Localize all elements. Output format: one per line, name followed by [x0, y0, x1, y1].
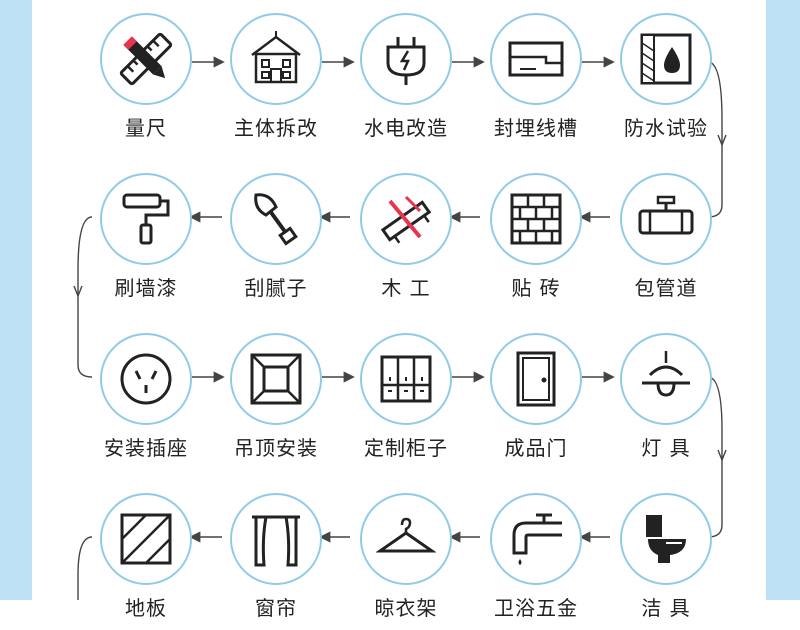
floor-tile-icon — [120, 513, 172, 565]
step-8: 木 工 — [346, 160, 466, 310]
faucet-icon — [512, 513, 562, 565]
step-2-circle — [230, 13, 322, 105]
step-17-circle — [490, 493, 582, 585]
hanger-icon — [376, 517, 436, 553]
step-15-label: 灯 具 — [641, 436, 691, 460]
step-5: 防水试验 — [606, 0, 726, 150]
curtain-icon — [252, 515, 300, 567]
waterproof-icon — [640, 33, 692, 85]
plug-icon — [386, 37, 426, 85]
step-8-circle — [360, 173, 452, 265]
step-1: 量尺 — [86, 0, 206, 150]
step-10-label: 刷墙漆 — [114, 276, 178, 300]
step-12-label: 吊顶安装 — [234, 436, 318, 460]
socket-icon — [120, 353, 172, 405]
step-19: 窗帘 — [216, 480, 336, 630]
house-icon — [251, 31, 301, 84]
step-19-circle — [230, 493, 322, 585]
step-4: 封埋线槽 — [476, 0, 596, 150]
step-11-circle — [100, 333, 192, 425]
step-6: 包管道 — [606, 160, 726, 310]
step-3: 水电改造 — [346, 0, 466, 150]
step-11-label: 安装插座 — [104, 436, 188, 460]
turn-arrow-right-2 — [717, 449, 727, 462]
step-12: 吊顶安装 — [216, 320, 336, 470]
paint-roller-icon — [122, 193, 170, 245]
cabinet-icon — [380, 355, 432, 403]
step-5-circle — [620, 13, 712, 105]
step-13-circle — [360, 333, 452, 425]
step-18-label: 晾衣架 — [374, 596, 438, 620]
step-6-label: 包管道 — [634, 276, 698, 300]
step-15: 灯 具 — [606, 320, 726, 470]
step-3-label: 水电改造 — [364, 116, 448, 140]
step-9-label: 刮腻子 — [244, 276, 308, 300]
step-1-circle — [100, 13, 192, 105]
step-11: 安装插座 — [86, 320, 206, 470]
step-7-circle — [490, 173, 582, 265]
step-20-circle — [100, 493, 192, 585]
turn-arrow-left-1 — [73, 285, 83, 298]
step-10: 刷墙漆 — [86, 160, 206, 310]
step-19-label: 窗帘 — [255, 596, 297, 620]
step-16-label: 洁 具 — [641, 596, 691, 620]
connector-5-6 — [707, 61, 723, 218]
step-9-circle — [230, 173, 322, 265]
step-2-label: 主体拆改 — [234, 116, 318, 140]
pencil-ruler-icon — [119, 32, 173, 86]
step-5-label: 防水试验 — [624, 116, 708, 140]
step-7: 贴 砖 — [476, 160, 596, 310]
step-9: 刮腻子 — [216, 160, 336, 310]
step-20: 地板 — [86, 480, 206, 630]
wire-slot-icon — [508, 41, 564, 77]
lamp-icon — [642, 351, 690, 397]
flow-connectors — [73, 56, 727, 600]
step-14-circle — [490, 333, 582, 425]
wood-saw-icon — [380, 195, 432, 244]
step-4-circle — [490, 13, 582, 105]
step-17: 卫浴五金 — [476, 480, 596, 630]
connector-20-out — [77, 536, 93, 600]
door-icon — [516, 351, 556, 407]
step-17-label: 卫浴五金 — [494, 596, 578, 620]
step-18-circle — [360, 493, 452, 585]
step-3-circle — [360, 13, 452, 105]
step-16: 洁 具 — [606, 480, 726, 630]
connector-10-11 — [77, 216, 93, 378]
step-10-circle — [100, 173, 192, 265]
step-15-circle — [620, 333, 712, 425]
step-14-label: 成品门 — [504, 436, 568, 460]
step-18: 晾衣架 — [346, 480, 466, 630]
step-14: 成品门 — [476, 320, 596, 470]
step-13-label: 定制柜子 — [364, 436, 448, 460]
step-13: 定制柜子 — [346, 320, 466, 470]
brick-wall-icon — [510, 193, 562, 245]
ceiling-icon — [250, 353, 302, 405]
toilet-icon — [646, 515, 686, 563]
step-8-label: 木 工 — [381, 276, 431, 300]
step-4-label: 封埋线槽 — [494, 116, 578, 140]
left-side-band — [0, 0, 32, 600]
right-side-band — [766, 0, 800, 600]
step-12-circle — [230, 333, 322, 425]
pipe-icon — [638, 195, 694, 235]
step-7-label: 贴 砖 — [511, 276, 561, 300]
connector-15-16 — [707, 376, 723, 538]
step-20-label: 地板 — [125, 596, 167, 620]
turn-arrow-right-1 — [717, 134, 727, 147]
shovel-icon — [254, 193, 298, 246]
step-16-circle — [620, 493, 712, 585]
step-2: 主体拆改 — [216, 0, 336, 150]
step-1-label: 量尺 — [125, 116, 167, 140]
step-6-circle — [620, 173, 712, 265]
